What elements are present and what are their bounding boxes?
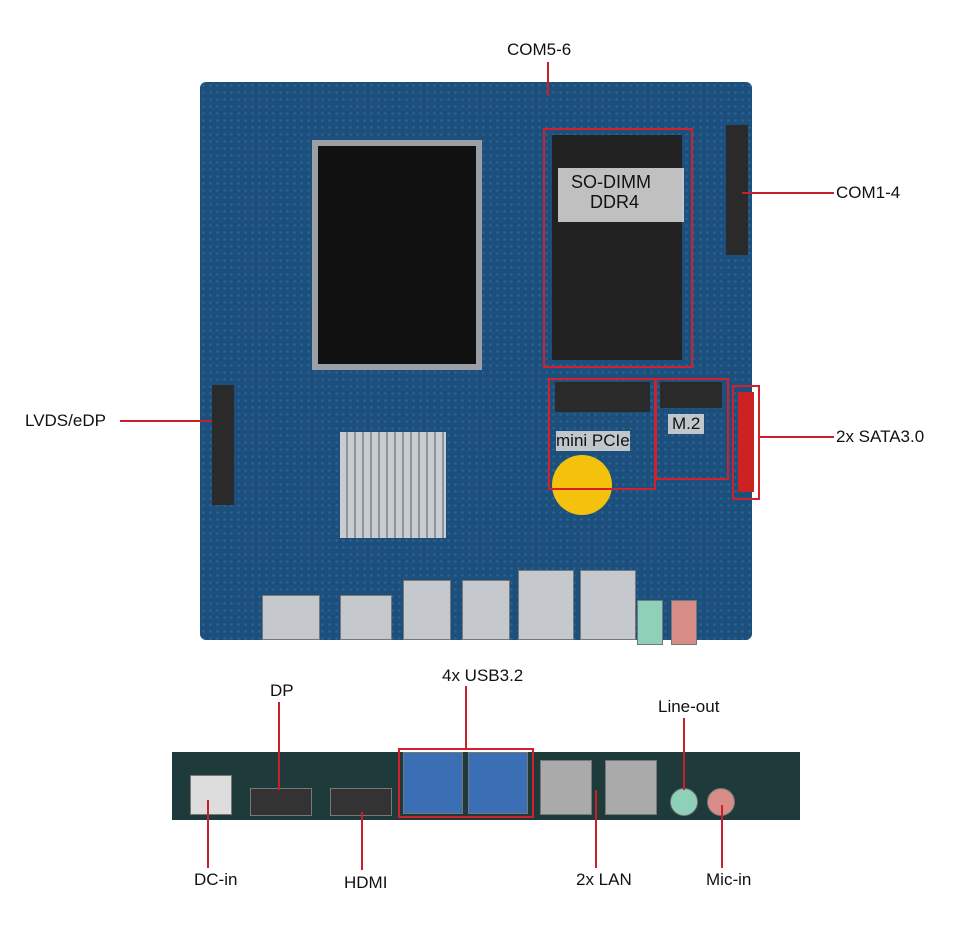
sata-label: 2x SATA3.0 — [836, 427, 925, 446]
dp-port-io — [250, 788, 312, 816]
line-out-callout-line — [683, 718, 685, 790]
line-out-jack — [637, 600, 663, 645]
dp-label: DP — [270, 681, 294, 700]
com56-callout-line — [547, 62, 549, 96]
dc-in-label: DC-in — [194, 870, 238, 889]
lvds-label: LVDS/eDP — [25, 411, 106, 430]
lan-callout-line — [595, 790, 597, 868]
sata-highlight-box — [732, 385, 760, 500]
mini-pcie-label: mini PCIe — [556, 431, 630, 451]
sodimm-label: SO-DIMM — [571, 172, 651, 192]
dp-callout-line — [278, 702, 280, 790]
dc-in-callout-line — [207, 800, 209, 868]
line-out-jack-io — [670, 788, 698, 816]
lan-label: 2x LAN — [576, 870, 632, 889]
com14-callout-line — [742, 192, 834, 194]
hdmi-label: HDMI — [344, 873, 388, 892]
usb-highlight-box — [398, 748, 534, 818]
com14-label: COM1-4 — [836, 183, 901, 202]
usb-port — [403, 580, 451, 640]
com-header — [726, 125, 748, 255]
m2-label: M.2 — [668, 414, 705, 434]
lan-port — [518, 570, 574, 640]
m2-slot — [660, 382, 722, 408]
usb-label: 4x USB3.2 — [442, 666, 524, 685]
sodimm-tag — [558, 168, 684, 222]
usb-stack — [403, 752, 463, 814]
sata-connectors — [738, 392, 754, 492]
lan-port-io — [605, 760, 657, 815]
line-out-label: Line-out — [658, 697, 720, 716]
mic-in-label: Mic-in — [706, 870, 752, 889]
dc-in-jack — [190, 775, 232, 815]
com56-label: COM5-6 — [507, 40, 572, 59]
lvds-header — [212, 385, 234, 505]
mic-in-callout-line — [721, 805, 723, 868]
m2-highlight-box — [655, 378, 729, 480]
heatsink — [340, 432, 446, 538]
lan-port — [580, 570, 636, 640]
sata-callout-line — [760, 436, 834, 438]
cpu-socket — [312, 140, 482, 370]
lan-port-io — [540, 760, 592, 815]
usb-port — [462, 580, 510, 640]
mic-in-jack — [671, 600, 697, 645]
lvds-callout-line — [120, 420, 212, 422]
sodimm-highlight-box — [543, 128, 693, 368]
hdmi-callout-line — [361, 812, 363, 870]
hdmi-port — [340, 595, 392, 640]
ddr4-label: DDR4 — [590, 192, 640, 212]
cmos-battery — [552, 455, 612, 515]
mini-pcie-slot — [555, 382, 650, 412]
usb-stack — [468, 752, 528, 814]
dp-port — [262, 595, 320, 640]
usb-callout-line — [465, 686, 467, 748]
